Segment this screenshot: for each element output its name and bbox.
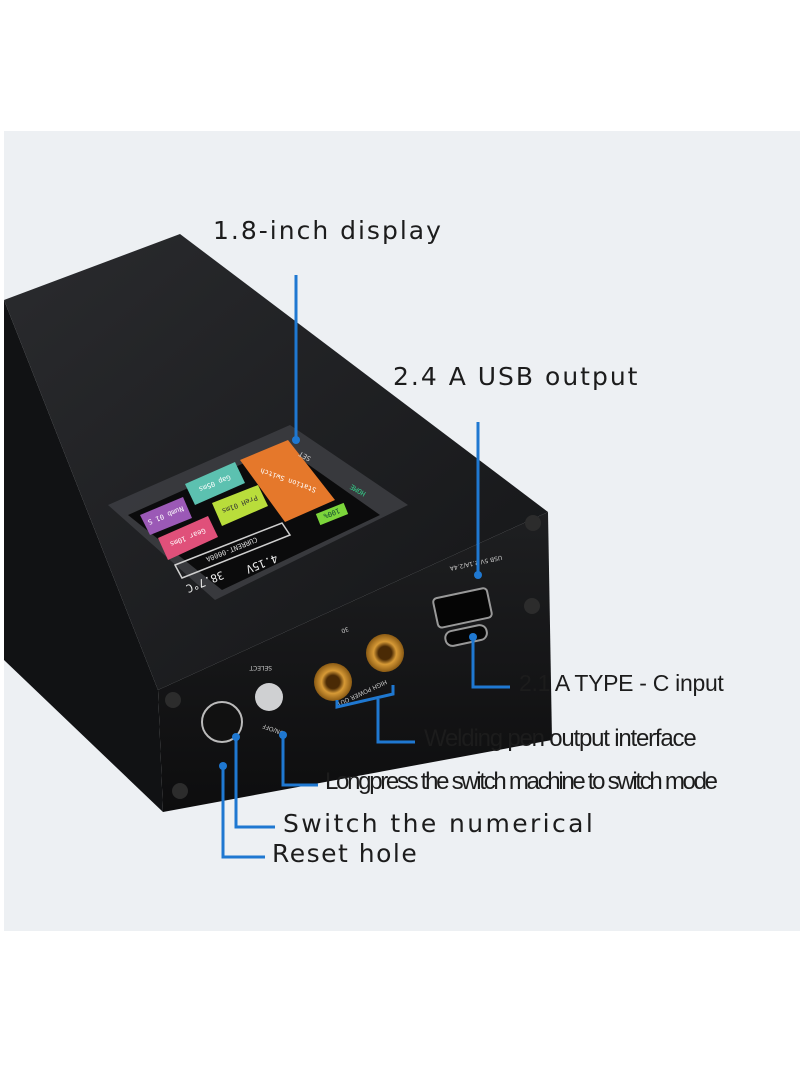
device-side [4, 300, 163, 812]
select-label: SELECT [249, 664, 272, 671]
screen-tile-numb [140, 497, 192, 535]
callout-reset-hole: Reset hole [272, 839, 419, 868]
device-front [158, 512, 552, 812]
usb-a-port [432, 587, 493, 629]
callout-display: 1.8-inch display [213, 216, 443, 245]
screw [524, 598, 540, 614]
screen-tile-gear [158, 516, 218, 560]
numeric-switch [201, 701, 243, 743]
usb-c-port [444, 624, 488, 647]
callout-typec-input: 2.1 A TYPE - C input [519, 670, 724, 696]
callout-line-onoff [281, 735, 318, 787]
callout-dots [219, 436, 482, 770]
callout-line-numerical [234, 737, 275, 829]
screw [525, 515, 541, 531]
screen-tile-station [240, 440, 335, 522]
screw [172, 783, 188, 799]
screen-tile-preh [212, 485, 268, 526]
screw [165, 692, 181, 708]
callout-long-press: Longpress the switch machine to switch m… [325, 768, 718, 795]
callout-line-welding-bracket [335, 685, 395, 709]
screen-current-bar [173, 522, 292, 579]
callout-line-reset [221, 766, 265, 859]
screen-tile-gap [185, 462, 245, 505]
callout-usb-output: 2.4 A USB output [393, 362, 640, 391]
select-button [255, 683, 283, 711]
range-label: 30 [340, 625, 350, 634]
welding-port-1 [314, 663, 352, 701]
callout-lines [221, 275, 510, 859]
callout-line-welding [376, 699, 415, 744]
screen-battery-badge [315, 502, 349, 526]
callout-line-typec [471, 637, 510, 689]
welding-port-2 [366, 634, 404, 672]
callout-switch-numerical: Switch the numerical [283, 809, 596, 838]
callout-welding-output: Welding pen output interface [424, 725, 697, 752]
